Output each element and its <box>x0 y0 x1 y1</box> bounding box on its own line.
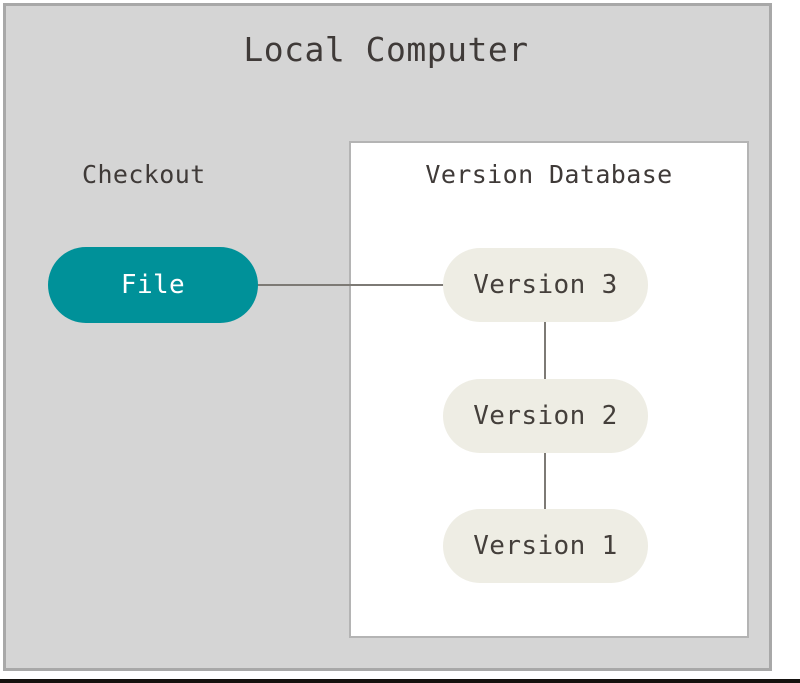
version-node-1[interactable]: Version 1 <box>443 509 648 583</box>
checkout-section-label: Checkout <box>82 160 206 189</box>
connector-version-3-to-version-2 <box>544 316 546 386</box>
version-database-title: Version Database <box>425 160 673 189</box>
version-node-3[interactable]: Version 3 <box>443 248 648 322</box>
bottom-bar <box>0 679 800 683</box>
version-node-2[interactable]: Version 2 <box>443 379 648 453</box>
connector-file-to-version-3 <box>252 284 452 286</box>
page-title: Local Computer <box>243 30 529 69</box>
file-node[interactable]: File <box>48 247 258 323</box>
connector-version-2-to-version-1 <box>544 446 546 516</box>
